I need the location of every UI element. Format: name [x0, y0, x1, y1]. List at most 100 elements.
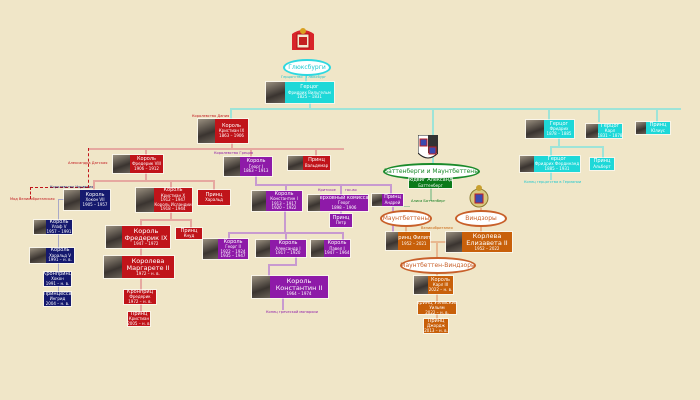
- person-title-line: Принц: [593, 158, 611, 165]
- label-greece: Королевство Греция: [214, 151, 254, 155]
- label-duchy: Герцогство: [281, 75, 303, 79]
- person-title-line: Вальдемар: [304, 162, 329, 168]
- person-title-line: Карл: [604, 128, 616, 134]
- person-card-ludwig[interactable]: Людвиг АлександрБаттенберг: [409, 178, 452, 188]
- person-info: Принц Филипп1952 – 2021: [398, 232, 430, 250]
- portrait-photo: [446, 232, 462, 252]
- person-card-george-hc[interactable]: Верховный комиссарГеорг1898 – 1906: [308, 195, 368, 211]
- reign-years: 1863 – 1906: [219, 132, 244, 138]
- reign-years: 1947 – 1972: [133, 240, 159, 246]
- person-title-line: Юлиус: [650, 127, 666, 133]
- tree-connector-line: [230, 108, 232, 120]
- label-alexandra: Александра Датская: [68, 161, 108, 165]
- portrait-photo: [252, 191, 266, 211]
- reign-years: 1957 – 1991: [46, 228, 72, 234]
- tree-connector-line: [558, 138, 560, 148]
- tree-connector-line: [140, 248, 142, 256]
- reign-years: 1947 – 1964: [324, 250, 350, 256]
- person-title-line: Король: [85, 191, 105, 198]
- portrait-photo: [586, 124, 598, 138]
- label-alice: Алиса Баттенберг: [411, 199, 446, 203]
- person-title-line: Принц: [384, 194, 401, 201]
- person-title-line: Король: [49, 220, 69, 225]
- person-title-line: Кристиан X: [160, 192, 186, 198]
- person-card-philip[interactable]: Принц Филипп1952 – 2021: [386, 232, 430, 250]
- tree-connector-line: [340, 211, 342, 214]
- person-title-line: Кристиан IX: [218, 128, 245, 134]
- label-end-greece: Конец греческой монархии: [266, 310, 318, 314]
- tree-connector-line: [140, 219, 142, 226]
- tree-connector-line: [390, 184, 392, 194]
- tree-connector-line: [30, 187, 88, 189]
- person-title-line: Верховный комиссар: [320, 195, 368, 201]
- tree-connector-line: [93, 180, 215, 182]
- reign-years: 1831 – 1878: [598, 132, 622, 138]
- reign-years: 1918 – 1944: [160, 206, 186, 212]
- tree-connector-line: [309, 103, 311, 109]
- reign-years: 2005 – н. в.: [128, 320, 150, 326]
- label-glucksburg: Глюксбург: [306, 75, 327, 79]
- reign-years: 1863 – 1913: [243, 168, 269, 174]
- person-title-line: 1913 – 1917: [271, 200, 297, 206]
- person-title-line: Король: [274, 191, 294, 197]
- reign-years: 1917 – 1920: [275, 250, 301, 256]
- person-title-line: Принц: [130, 312, 148, 317]
- reign-years: 1920 – 1922: [271, 204, 297, 210]
- portrait-photo: [136, 188, 154, 212]
- person-title-line: Принц: [308, 157, 325, 164]
- tree-connector-line: [550, 172, 552, 180]
- tree-connector-line: [230, 108, 681, 110]
- reign-years: 1825 – 1831: [297, 94, 322, 100]
- tree-connector-line: [550, 146, 552, 156]
- portrait-photo: [372, 194, 382, 206]
- person-title-line: Король: [222, 122, 241, 129]
- tree-connector-line: [282, 298, 284, 310]
- tree-connector-line: [213, 180, 215, 190]
- reign-years: 1935 – 1947: [220, 252, 246, 258]
- person-title-line: Елизавета II: [466, 238, 508, 247]
- portrait-photo: [203, 239, 218, 259]
